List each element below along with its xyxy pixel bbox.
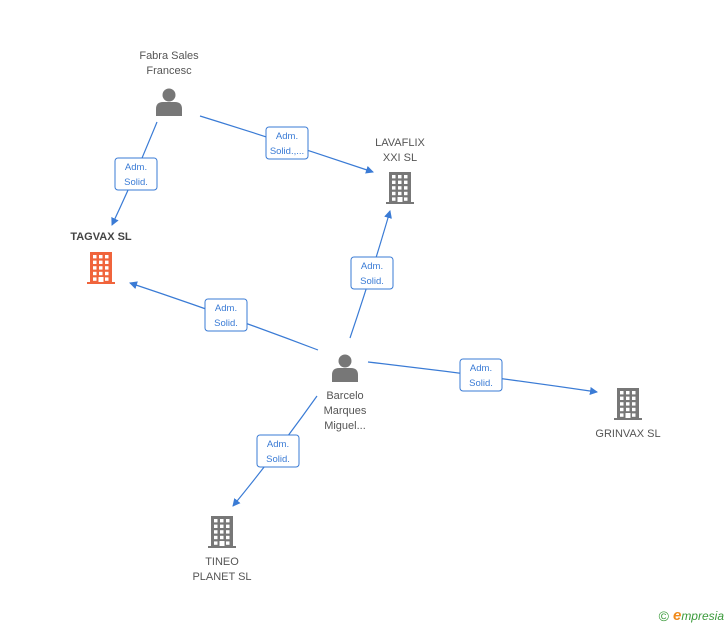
building-icon bbox=[87, 252, 115, 284]
brand-initial: e bbox=[672, 607, 682, 624]
node-label: Francesc bbox=[146, 65, 192, 77]
building-icon bbox=[614, 388, 642, 420]
edge-label-text: Solid. bbox=[266, 454, 290, 465]
node-label: XXI SL bbox=[383, 152, 417, 164]
edge-label-text: Solid. bbox=[124, 177, 148, 188]
edge-labels-layer: Adm. Solid.,... Adm. Solid. Adm. Solid. Adm. So… bbox=[114, 126, 503, 468]
person-icon bbox=[156, 88, 182, 116]
edge-label-fabra-lavaflix[interactable]: Adm. Solid.,... bbox=[265, 126, 309, 160]
node-label: PLANET SL bbox=[192, 571, 251, 583]
building-icon bbox=[208, 516, 236, 548]
node-lavaflix[interactable]: LAVAFLIX XXI SL bbox=[375, 137, 426, 204]
node-label: LAVAFLIX bbox=[375, 137, 425, 149]
edge-label-box bbox=[350, 256, 394, 290]
edges-layer bbox=[111, 115, 598, 507]
edge-label-text: Adm. bbox=[125, 162, 147, 173]
edge-label-text: Solid. bbox=[469, 378, 493, 389]
edge-label-barcelo-tagvax[interactable]: Adm. Solid. bbox=[204, 298, 248, 332]
edge-label-fabra-tagvax[interactable]: Adm. Solid. bbox=[114, 157, 158, 191]
node-tineo[interactable]: TINEO PLANET SL bbox=[192, 516, 252, 583]
node-label: GRINVAX SL bbox=[595, 428, 660, 440]
node-label: Barcelo bbox=[326, 390, 363, 402]
node-label: Miguel... bbox=[324, 420, 366, 432]
edge-label-text: Solid. bbox=[214, 318, 238, 329]
brand-name: mpresia bbox=[681, 609, 724, 623]
node-label: Marques bbox=[324, 405, 367, 417]
node-tagvax[interactable]: TAGVAX SL bbox=[70, 231, 132, 284]
edge-label-box bbox=[256, 434, 300, 468]
node-barcelo[interactable]: BarceloMarquesMiguel... bbox=[324, 354, 367, 433]
copyright-symbol: © bbox=[658, 607, 669, 624]
brand-logo[interactable]: empresia bbox=[673, 607, 724, 624]
footer-brand: © empresia bbox=[659, 607, 724, 624]
person-icon bbox=[332, 354, 358, 382]
edge-label-text: Adm. bbox=[267, 439, 289, 450]
edge-label-text: Solid. bbox=[360, 276, 384, 287]
edge-label-text: Adm. bbox=[470, 363, 492, 374]
edge-label-barcelo-grinvax[interactable]: Adm. Solid. bbox=[459, 358, 503, 392]
edge-label-box bbox=[265, 126, 309, 160]
node-label: Fabra Sales bbox=[139, 50, 199, 62]
node-grinvax[interactable]: GRINVAX SL bbox=[595, 388, 661, 440]
node-label: TINEO bbox=[205, 556, 239, 568]
edge-label-text: Adm. bbox=[361, 261, 383, 272]
edge-label-text: Adm. bbox=[215, 303, 237, 314]
edge-label-box bbox=[459, 358, 503, 392]
edge-label-text: Solid.,... bbox=[270, 146, 304, 157]
edge-label-text: Adm. bbox=[276, 131, 298, 142]
edge-label-barcelo-tineo[interactable]: Adm. Solid. bbox=[256, 434, 300, 468]
edge-label-box bbox=[114, 157, 158, 191]
building-icon bbox=[386, 172, 414, 204]
node-label: TAGVAX SL bbox=[70, 231, 132, 243]
edge-label-barcelo-lavaflix[interactable]: Adm. Solid. bbox=[350, 256, 394, 290]
edge-label-box bbox=[204, 298, 248, 332]
